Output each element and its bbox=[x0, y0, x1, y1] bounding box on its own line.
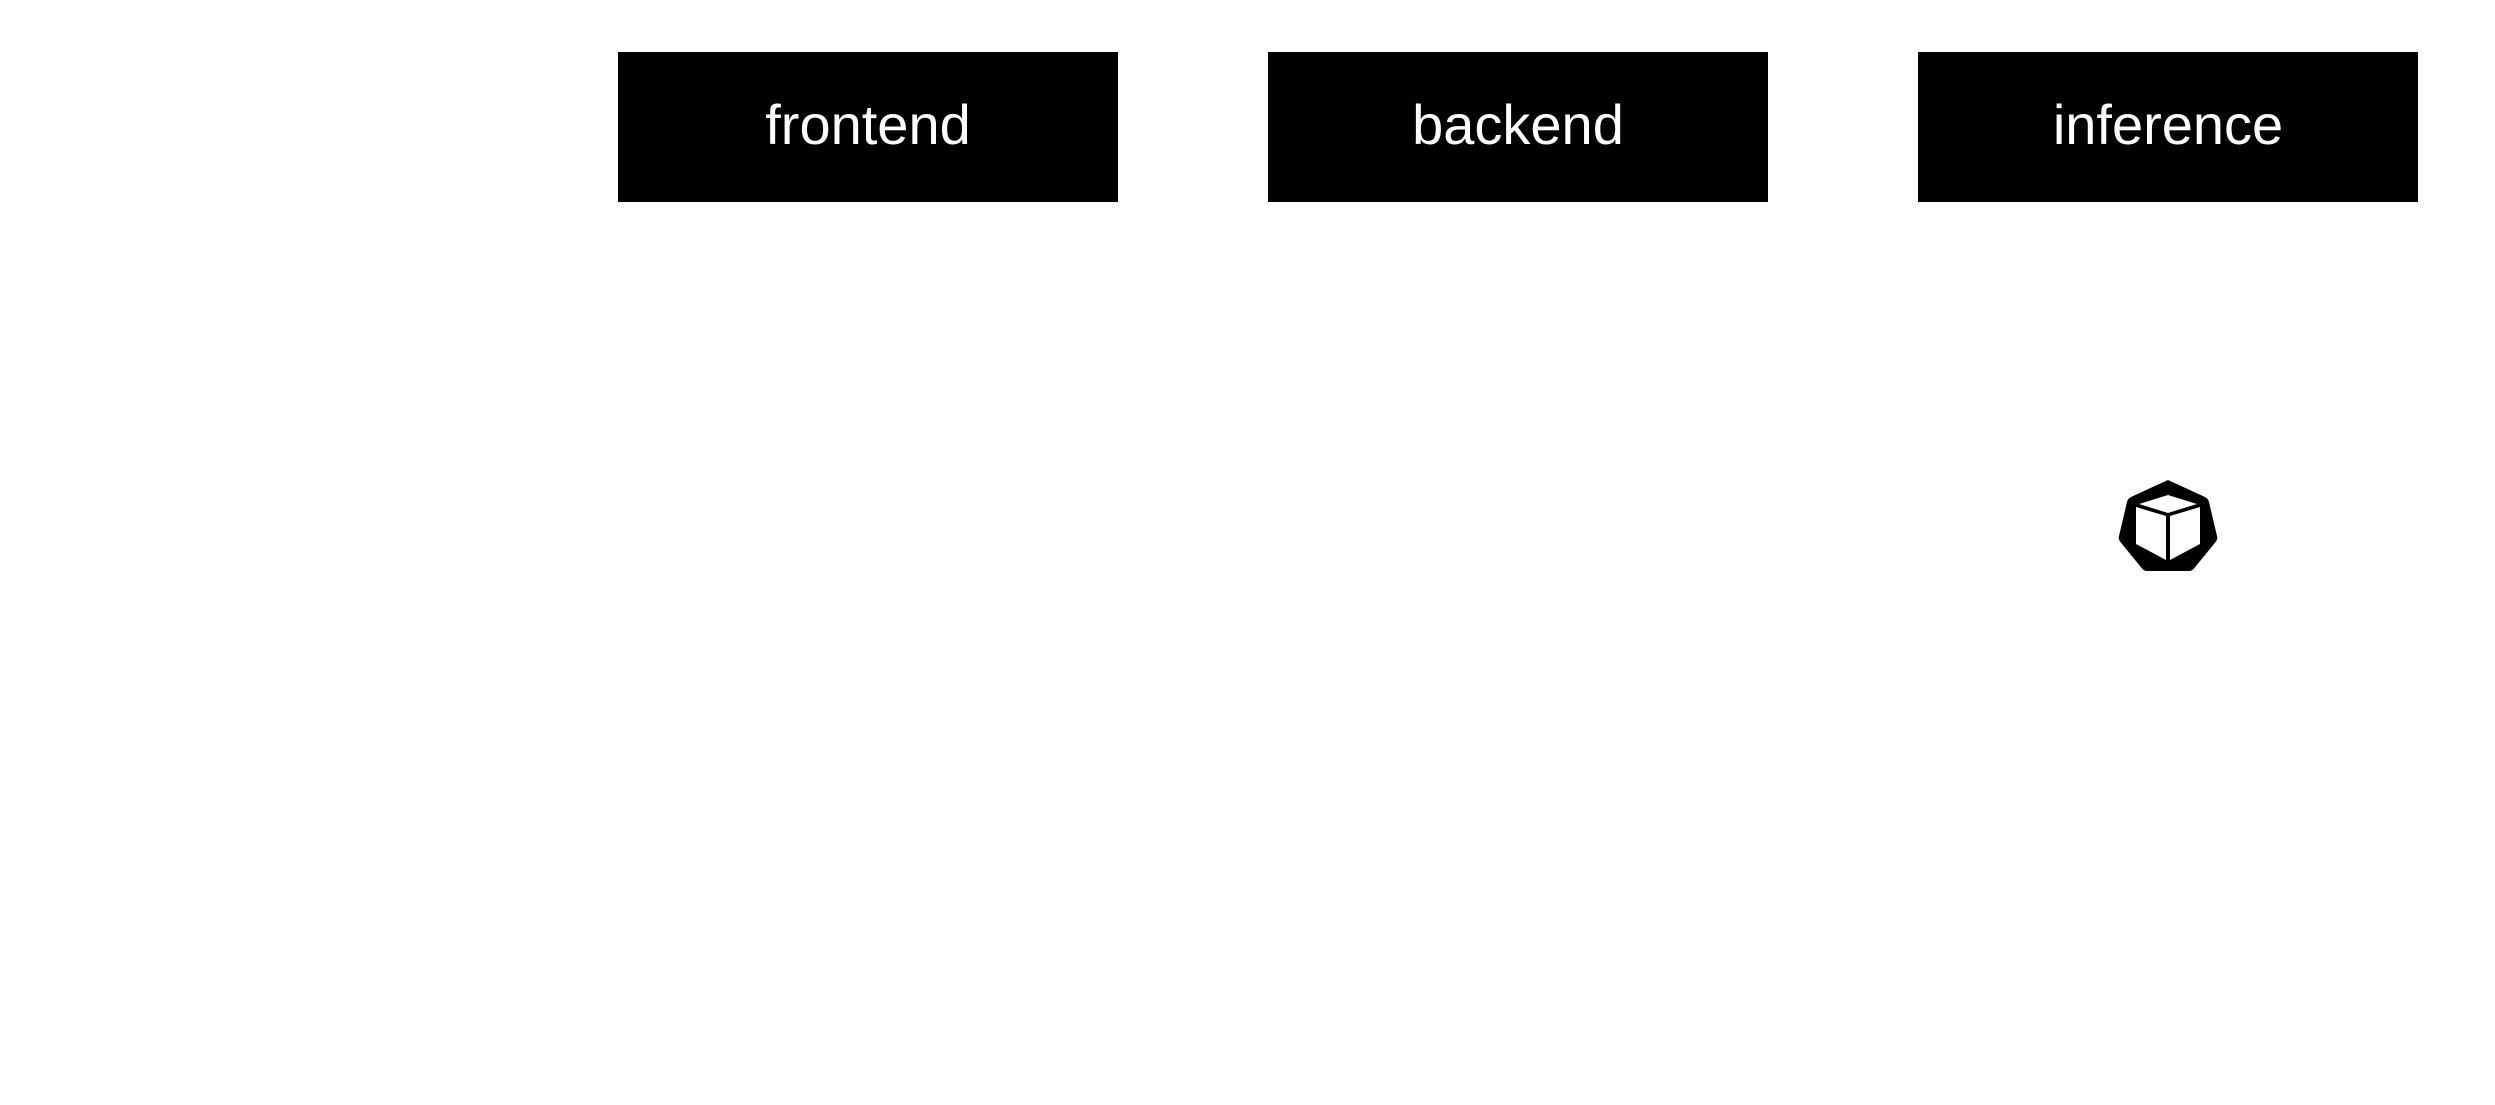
kubernetes-pod-icon bbox=[2118, 478, 2218, 574]
service-box-backend: backend bbox=[1268, 52, 1768, 202]
service-box-inference: inference bbox=[1918, 52, 2418, 202]
service-label-frontend: frontend bbox=[765, 93, 971, 156]
service-label-backend: backend bbox=[1412, 93, 1624, 156]
service-label-inference: inference bbox=[2052, 93, 2284, 156]
service-box-frontend: frontend bbox=[618, 52, 1118, 202]
